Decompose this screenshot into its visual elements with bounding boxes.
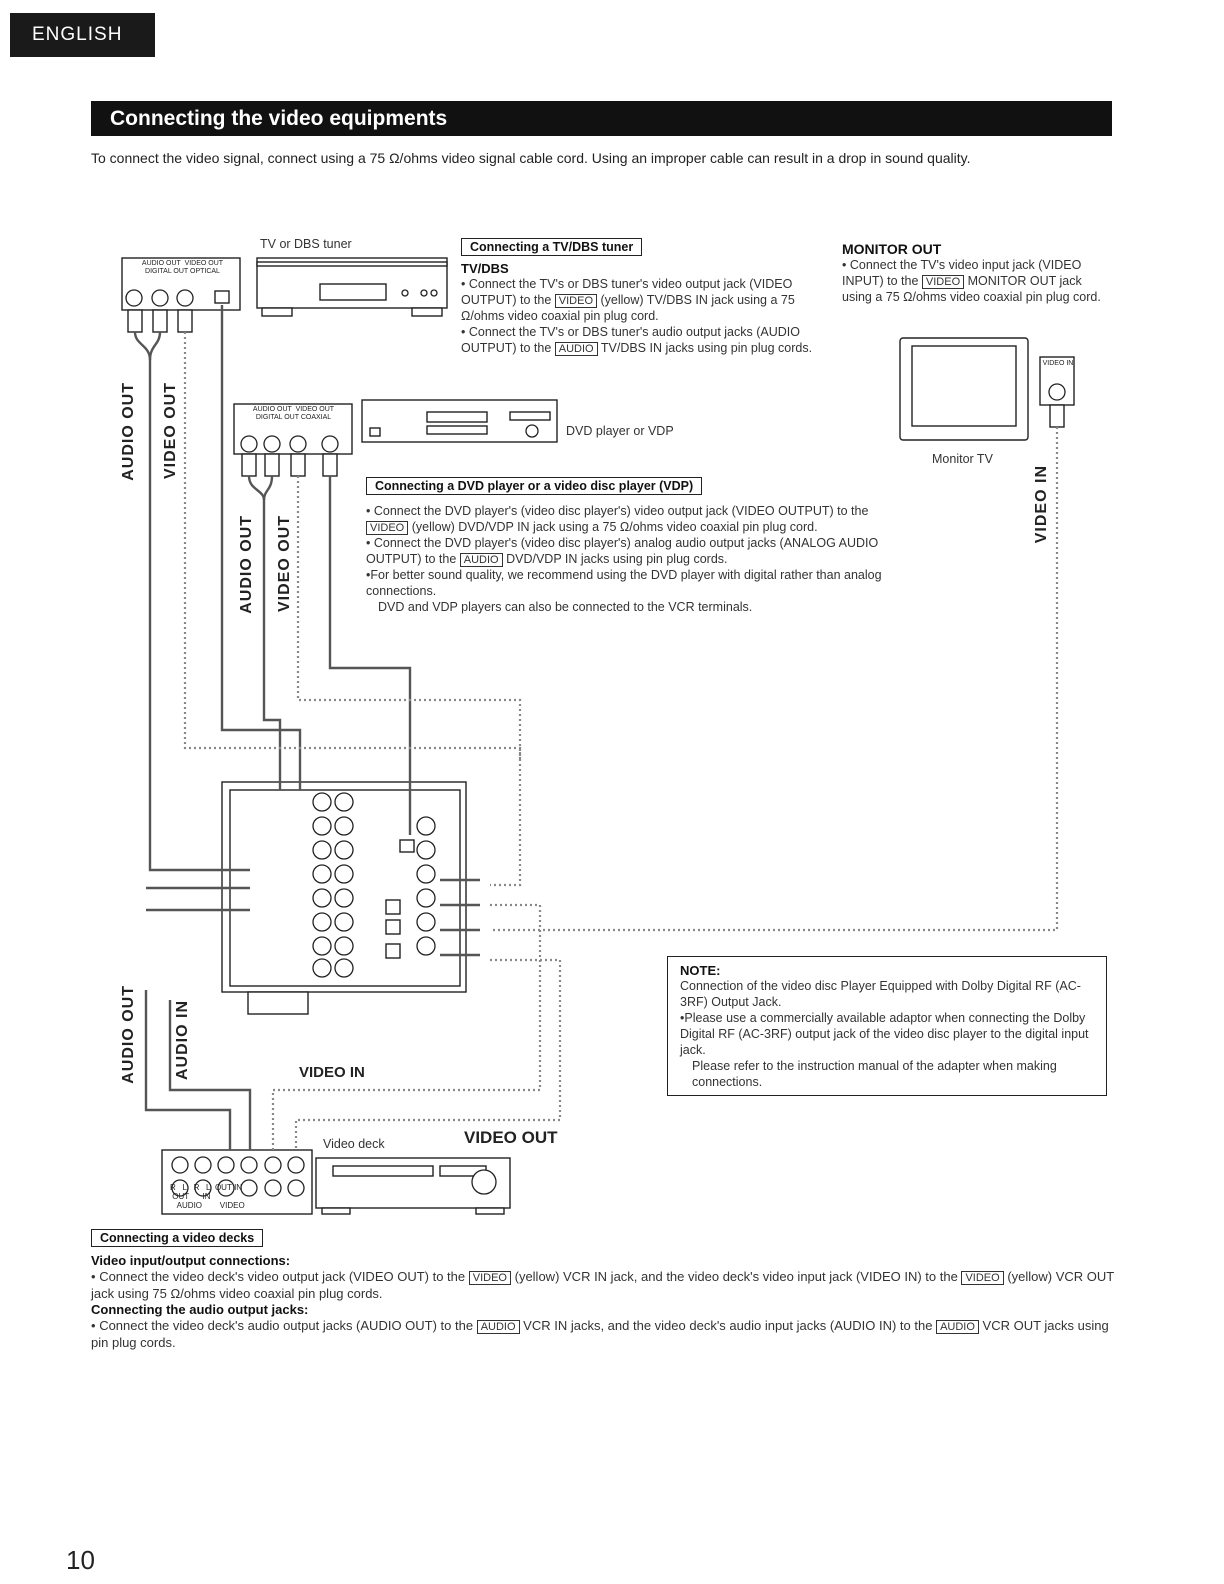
video-cables-dotted xyxy=(183,332,1059,1150)
monitor-out-heading: MONITOR OUT xyxy=(842,241,942,257)
vlabel-audio-out-tv: AUDIO OUT xyxy=(120,382,137,481)
tv-dbs-label: TV or DBS tuner xyxy=(260,237,352,251)
dvd-label: DVD player or VDP xyxy=(566,424,674,438)
vlabel-video-out-dvd: VIDEO OUT xyxy=(276,515,293,613)
note-bullet-cont: Please refer to the instruction manual o… xyxy=(692,1059,1057,1089)
tv-jack-panel xyxy=(121,257,241,333)
video-decks-heading: Connecting a video decks xyxy=(91,1229,264,1247)
note-heading: NOTE: xyxy=(680,963,721,978)
video-decks-section: Connecting a video decks Video input/out… xyxy=(91,1229,1121,1351)
receiver-rear-panel xyxy=(221,781,467,1015)
note-box: NOTE: Connection of the video disc Playe… xyxy=(667,956,1107,1096)
cables xyxy=(133,305,480,1150)
video-decks-bullet-2: Connect the video deck's audio output ja… xyxy=(91,1317,1121,1351)
video-in-label: VIDEO IN xyxy=(299,1064,365,1081)
monitor-out-section: MONITOR OUT Connect the TV's video input… xyxy=(842,241,1110,305)
dvd-player-device xyxy=(361,399,558,443)
video-deck-label: Video deck xyxy=(323,1137,385,1151)
video-decks-bullet-1: Connect the video deck's video output ja… xyxy=(91,1268,1121,1302)
page-number: 10 xyxy=(66,1545,95,1575)
note-text: Connection of the video disc Player Equi… xyxy=(680,979,1081,1009)
tv-dbs-bullet-1: Connect the TV's or DBS tuner's video ou… xyxy=(461,276,813,324)
deck-jack-legend: R L R L OUT IN OUT IN AUDIO VIDEO xyxy=(170,1183,245,1210)
dvd-bullet-3: For better sound quality, we recommend u… xyxy=(366,567,906,599)
video-decks-sub1: Video input/output connections: xyxy=(91,1253,291,1268)
video-decks-sub2: Connecting the audio output jacks: xyxy=(91,1302,309,1317)
vlabel-audio-out-deck: AUDIO OUT xyxy=(120,985,137,1084)
video-out-label: VIDEO OUT xyxy=(464,1128,558,1147)
section-title: Connecting the video equipments xyxy=(91,101,1112,136)
monitor-out-bullet: Connect the TV's video input jack (VIDEO… xyxy=(842,257,1110,305)
dvd-heading: Connecting a DVD player or a video disc … xyxy=(366,477,703,495)
monitor-label: Monitor TV xyxy=(932,452,993,466)
dvd-note: DVD and VDP players can also be connecte… xyxy=(378,600,753,614)
dvd-bullet-2: Connect the DVD player's (video disc pla… xyxy=(366,535,906,567)
dvd-jack-panel xyxy=(233,403,353,477)
tv-dbs-subheading: TV/DBS xyxy=(461,261,509,276)
vlabel-audio-out-dvd: AUDIO OUT xyxy=(238,515,255,614)
dvd-section: Connecting a DVD player or a video disc … xyxy=(366,477,906,615)
monitor-jack-legend: VIDEO IN xyxy=(1042,360,1074,367)
note-bullet: Please use a commercially available adap… xyxy=(680,1010,1094,1058)
vlabel-video-out-tv: VIDEO OUT xyxy=(162,382,179,480)
intro-text: To connect the video signal, connect usi… xyxy=(91,150,971,166)
tv-dbs-section: Connecting a TV/DBS tuner TV/DBS Connect… xyxy=(461,238,813,356)
vlabel-video-in-monitor: VIDEO IN xyxy=(1033,465,1050,544)
deck-jack-panel xyxy=(161,1149,313,1215)
dvd-bullet-1: Connect the DVD player's (video disc pla… xyxy=(366,503,906,535)
tv-dbs-tuner-device xyxy=(256,257,448,317)
vlabel-audio-in-deck: AUDIO IN xyxy=(174,1000,191,1080)
language-tab: ENGLISH xyxy=(10,13,155,57)
video-deck-device xyxy=(315,1157,511,1215)
monitor-tv-device xyxy=(899,337,1075,441)
tv-dbs-heading: Connecting a TV/DBS tuner xyxy=(461,238,643,256)
tv-dbs-bullet-2: Connect the TV's or DBS tuner's audio ou… xyxy=(461,324,813,356)
